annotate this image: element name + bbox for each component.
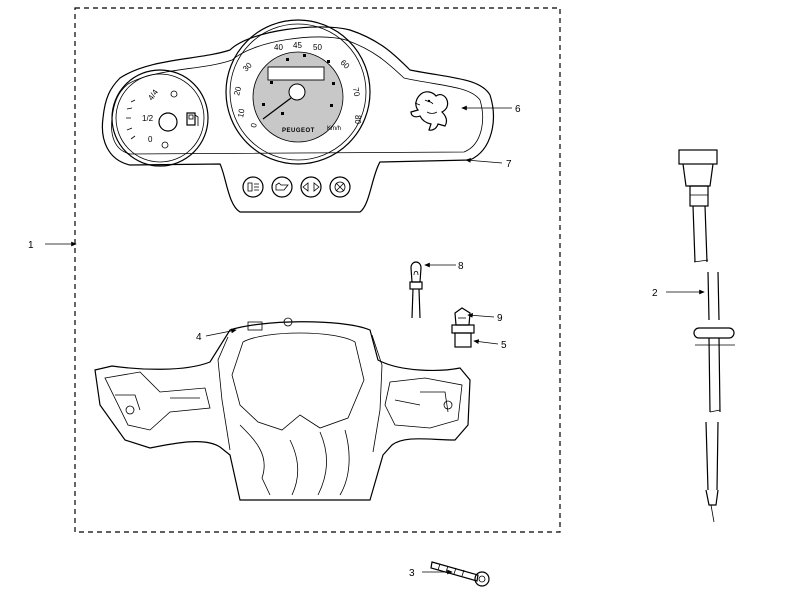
- speed-tick-70: 70: [351, 87, 362, 98]
- brand-label: PEUGEOT: [282, 128, 315, 134]
- speed-unit-label: Km/h: [327, 126, 341, 132]
- turn-signal-icon: [300, 176, 322, 198]
- speed-tick-10: 10: [236, 107, 247, 118]
- callout-9: 9: [497, 313, 503, 324]
- screw-part: [430, 561, 490, 587]
- speed-tick-45: 45: [293, 41, 302, 50]
- fuel-full-label: 4/4: [146, 87, 160, 102]
- speedometer: 0 10 20 30 40 45 50 60 70 80 PEUGEOT Km/…: [225, 19, 371, 165]
- callout-6: 6: [515, 104, 521, 115]
- speedometer-cable: [678, 149, 735, 523]
- speed-tick-0: 0: [249, 122, 259, 128]
- speed-tick-50: 50: [313, 43, 322, 52]
- circuit-board: [94, 317, 471, 501]
- callout-1: 1: [28, 240, 34, 251]
- peugeot-lion-logo: [410, 91, 449, 131]
- callout-2: 2: [652, 288, 658, 299]
- instrument-cluster: 4/4 1/2 0: [101, 19, 494, 213]
- fuel-gauge: 4/4 1/2 0: [111, 69, 209, 167]
- headlight-icon: [242, 176, 264, 198]
- fuel-empty-label: 0: [148, 135, 153, 144]
- speed-tick-60: 60: [339, 58, 352, 71]
- callout-5: 5: [501, 340, 507, 351]
- oil-icon: [271, 176, 293, 198]
- speed-tick-80: 80: [353, 115, 362, 124]
- speed-tick-40: 40: [274, 43, 283, 52]
- fuel-pump-icon: [186, 112, 199, 126]
- callout-8: 8: [458, 261, 464, 272]
- bulb-holder: [451, 307, 475, 348]
- callout-3: 3: [409, 568, 415, 579]
- callout-7: 7: [506, 159, 512, 170]
- bulb-part: [409, 261, 423, 319]
- warning-icon: [329, 176, 351, 198]
- speed-tick-20: 20: [232, 85, 243, 96]
- indicator-panel: [242, 176, 351, 198]
- fuel-half-label: 1/2: [142, 114, 154, 123]
- callout-4: 4: [196, 332, 202, 343]
- speed-tick-30: 30: [241, 60, 254, 73]
- assembly-dashed-box: [74, 7, 561, 533]
- callouts: 1 2 3 4 5 6 7 8 9: [28, 104, 705, 579]
